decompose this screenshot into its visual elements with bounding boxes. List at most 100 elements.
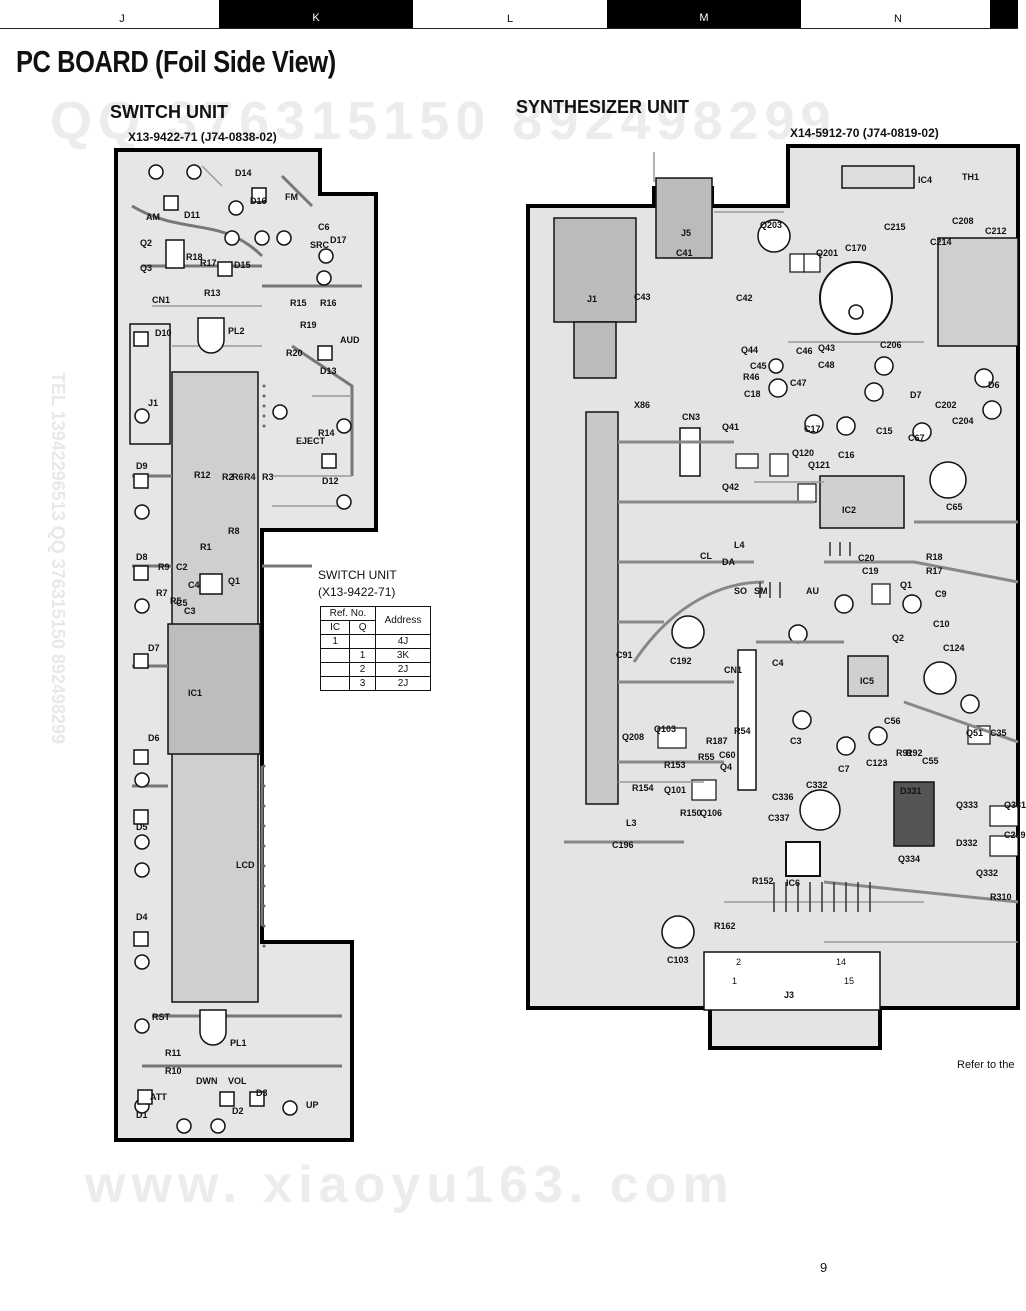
syn-label-sm: SM [754,586,768,596]
syn-label-c206: C206 [880,340,902,350]
sw-label-q2: Q2 [140,238,153,248]
table-cell [349,634,376,649]
table-header-q: Q [349,620,376,635]
syn-label-q2: Q2 [892,633,905,643]
syn-label-c15: C15 [876,426,893,436]
sw-label-c5: C5 [176,598,188,608]
sw-label-r20: R20 [286,348,303,358]
ruler-col-n: N [894,13,902,25]
sw-label-eject: EJECT [296,436,326,446]
ruler-col-l: L [506,13,514,25]
sw-label-d5: D5 [136,822,148,832]
synth-unit-part-no: X14-5912-70 (J74-0819-02) [790,126,939,140]
syn-label-ic2: IC2 [842,505,857,515]
syn-label-c91: C91 [616,650,633,660]
ruler-col-k: K [219,0,413,28]
sw-label-d17: D17 [330,235,347,245]
syn-label-r55: R55 [698,752,715,762]
sw-label-d11: D11 [184,210,201,220]
syn-label-c17: C17 [804,424,821,434]
sw-label-d6: D6 [148,733,160,743]
sw-label-r13: R13 [204,288,221,298]
switch-unit-part-no: X13-9422-71 (J74-0838-02) [128,130,277,144]
sw-label-r17: R17 [200,258,217,268]
syn-label-c35: C35 [990,728,1007,738]
table-header-address: Address [374,606,432,635]
switch-unit-board [114,148,378,1142]
syn-label-c7: C7 [838,764,850,774]
sw-label-r9: R9 [158,562,170,572]
sw-label-r4: R4 [244,472,256,482]
syn-label-c239: C239 [1004,830,1026,840]
syn-label-r310: R310 [990,892,1012,902]
sw-label-fm: FM [285,192,298,202]
syn-label-q41: Q41 [722,422,740,432]
syn-label-q334: Q334 [898,854,921,864]
syn-label-c204: C204 [952,416,974,426]
sw-label-d16: D16 [250,196,267,206]
syn-label-c48: C48 [818,360,835,370]
syn-label-q333: Q333 [956,800,979,810]
syn-label-q101: Q101 [664,785,687,795]
syn-label-c16: C16 [838,450,855,460]
sw-label-c6: C6 [318,222,330,232]
syn-label-c43: C43 [634,292,651,302]
sw-label-rst: RST [152,1012,170,1022]
sw-label-d8: D8 [136,552,148,562]
table-cell [319,662,351,677]
syn-label-l4: L4 [734,540,745,550]
syn-label-q120: Q120 [792,448,815,458]
sw-label-d7: D7 [148,643,160,653]
syn-label-j3: J3 [784,990,795,1000]
watermark-top: QQ 376315150 892498299 [50,91,837,151]
table-cell: 2J [374,676,432,691]
j3-pin-2: 2 [736,957,742,967]
table-cell: 1 [319,634,351,649]
sw-label-cn1: CN1 [152,295,171,305]
syn-label-c47: C47 [790,378,807,388]
sw-label-pl1: PL1 [230,1038,247,1048]
syn-label-c202: C202 [935,400,957,410]
syn-label-r91: R91 [896,748,913,758]
sw-label-src: SRC [310,240,330,250]
table-cell: 3 [349,676,376,691]
watermark-side: TEL 13942296513 QQ 376315150 892498299 [48,372,68,744]
syn-label-c19: C19 [862,566,879,576]
syn-label-c208: C208 [952,216,974,226]
syn-label-c20: C20 [858,553,875,563]
syn-label-r46: R46 [743,372,760,382]
syn-label-r153: R153 [664,760,686,770]
syn-label-l3: L3 [626,818,637,828]
syn-label-so: SO [734,586,748,596]
syn-label-c9: C9 [935,589,947,599]
sw-label-q1: Q1 [228,576,241,586]
syn-label-c45: C45 [750,361,767,371]
syn-label-q43: Q43 [818,343,836,353]
sw-label-lcd: LCD [236,860,255,870]
sw-label-d12: D12 [322,476,339,486]
sw-label-r18: R18 [186,252,203,262]
syn-label-r150: R150 [680,808,702,818]
ruler-col-m: M [607,0,801,28]
sw-label-c3: C3 [184,606,196,616]
sw-label-att: ATT [150,1092,167,1102]
table-cell [319,676,351,691]
switch-address-caption2: (X13-9422-71) [318,585,396,599]
table-cell: 3K [374,648,432,663]
syn-label-r18: R18 [926,552,943,562]
syn-label-r187: R187 [706,736,728,746]
ruler-col-j: J [119,13,125,25]
syn-label-r152: R152 [752,876,774,886]
sw-label-vol: VOL [228,1076,247,1086]
grid-ruler: J K L M N [0,0,1018,29]
sw-label-r10: R10 [165,1066,182,1076]
table-cell [319,648,351,663]
sw-label-d13: D13 [320,366,337,376]
syn-label-q203: Q203 [760,220,783,230]
syn-label-c212: C212 [985,226,1007,236]
sw-label-ic1: IC1 [188,688,203,698]
page-number: 9 [820,1260,828,1275]
syn-label-cn1: CN1 [724,665,743,675]
syn-label-d332: D332 [956,838,978,848]
syn-label-d7: D7 [910,390,922,400]
